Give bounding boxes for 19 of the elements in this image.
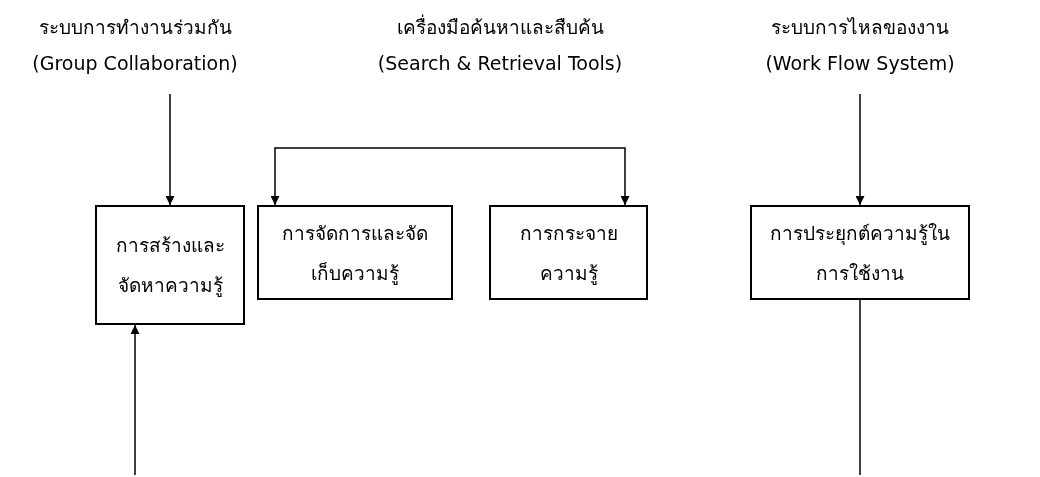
- process-box: [489, 205, 648, 300]
- box-text: การสร้างและจัดหาความรู้: [114, 233, 226, 299]
- box-text: การกระจายความรู้: [518, 220, 619, 287]
- connector-line: [859, 299, 861, 476]
- process-box: [750, 205, 970, 300]
- arrow: [130, 324, 140, 476]
- heading-text: ระบบการไหลของงาน: [770, 15, 950, 40]
- arrow: [855, 93, 865, 206]
- box-text: การจัดการและจัดเก็บความรู้: [281, 220, 429, 287]
- box-text: การประยุกต์ความรู้ในการใช้งาน: [769, 220, 951, 286]
- process-box: [95, 205, 245, 325]
- subtitle-text: (Group Collaboration): [31, 52, 239, 74]
- heading-text: เครื่องมือค้นหาและสืบค้น: [395, 13, 605, 40]
- subtitle-text: (Work Flow System): [764, 52, 956, 74]
- arrow: [165, 93, 175, 206]
- arrow: [270, 147, 630, 206]
- heading-text: ระบบการทำงานร่วมกัน: [37, 15, 233, 40]
- subtitle-text: (Search & Retrieval Tools): [376, 52, 624, 74]
- process-box: [257, 205, 453, 300]
